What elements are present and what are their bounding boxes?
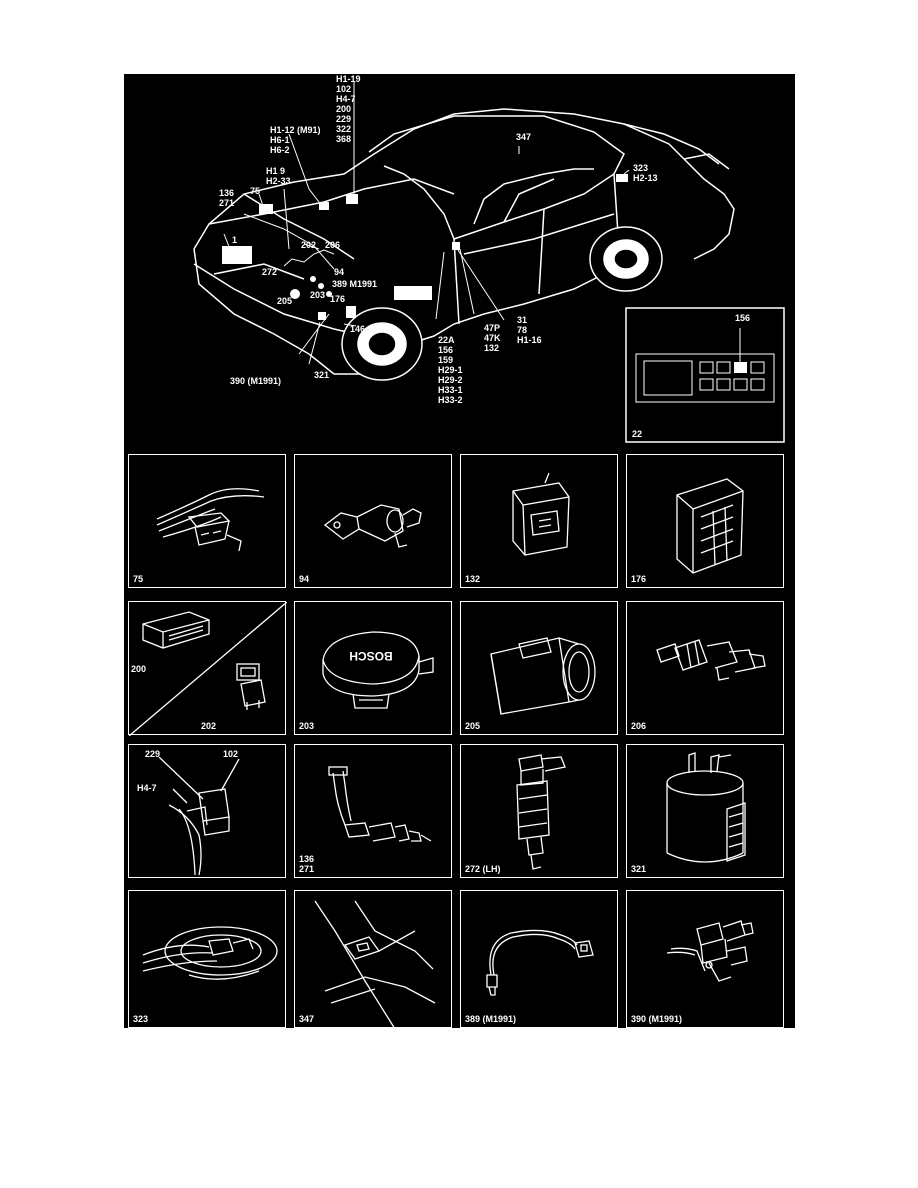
panel-number: 200 [131, 664, 147, 674]
callout-75: 75 [250, 186, 261, 196]
panel-number: 272 (LH) [465, 864, 501, 874]
panel-number: 75 [133, 574, 144, 584]
air-mass-meter-205-drawing [490, 637, 596, 715]
panel-132: 132 [460, 454, 618, 588]
panel-389: 389 (M1991) [460, 890, 618, 1028]
ecu-and-relay-drawing [129, 602, 287, 736]
callout-390: 390 (M1991) [230, 376, 282, 386]
solenoid-valve-390-drawing [666, 920, 754, 982]
callout-94: 94 [334, 267, 345, 277]
panel-number: 321 [631, 864, 647, 874]
charcoal-canister-321-drawing [666, 752, 746, 863]
panel-number: 176 [631, 574, 647, 584]
panel-390: 390 (M1991) [626, 890, 784, 1028]
panel-229-102: 229 102 H4-7 [128, 744, 286, 878]
idle-air-valve-272-drawing [516, 754, 566, 870]
callout-389: 389 M1991 [332, 279, 378, 289]
panel-number-2: 202 [201, 721, 217, 731]
relay-132-drawing [512, 472, 570, 556]
panel-75: 75 [128, 454, 286, 588]
throttle-switch-203-drawing: BOSCH [322, 631, 434, 709]
panel-206: 206 [626, 601, 784, 735]
callout-205: 205 [277, 296, 293, 306]
panel-347: 347 [294, 890, 452, 1029]
panel-label-102: 102 [223, 749, 239, 759]
panel-label-229: 229 [145, 749, 161, 759]
panel-number: 132 [465, 574, 481, 584]
callout-1: 1 [232, 235, 238, 245]
panel-272: 272 (LH) [460, 744, 618, 878]
callout-176: 176 [330, 294, 346, 304]
callout-272: 272 [262, 267, 278, 277]
bosch-logo: BOSCH [349, 649, 392, 663]
panel-number: 390 (M1991) [631, 1014, 683, 1024]
panel-321: 321 [626, 744, 784, 878]
panel-label-h4-7: H4-7 [137, 783, 157, 793]
injector-206-drawing [656, 639, 766, 681]
fusebox-number: 22 [632, 429, 643, 439]
panel-205: 205 [460, 601, 618, 735]
callout-347: 347 [516, 132, 532, 142]
panel-number: 389 (M1991) [465, 1014, 517, 1024]
fuel-sender-323-drawing [142, 926, 278, 980]
panel-203: BOSCH 203 [294, 601, 452, 735]
panel-number: 94 [299, 574, 310, 584]
relay-bracket-drawing [158, 756, 240, 876]
panel-323: 323 [128, 890, 286, 1028]
callout-146: 146 [350, 324, 366, 334]
panel-176: 176 [626, 454, 784, 588]
callout-203: 203 [310, 290, 326, 300]
panel-number: 206 [631, 721, 647, 731]
control-unit-176-drawing [676, 478, 744, 574]
oxygen-sensor-drawing [328, 766, 432, 842]
temperature-sensor-389-drawing [486, 929, 594, 996]
panel-94: 94 [294, 454, 452, 588]
connector-75-drawing [156, 488, 265, 552]
callout-321: 321 [314, 370, 330, 380]
interior-sensor-347-drawing [314, 900, 436, 1029]
idle-valve-94-drawing [323, 504, 422, 548]
car-overview-drawing [193, 82, 785, 443]
fusebox-highlight-label: 156 [735, 313, 751, 323]
panel-number: 205 [465, 721, 481, 731]
panel-number: 203 [299, 721, 315, 731]
panel-number: 323 [133, 1014, 149, 1024]
panel-number: 347 [299, 1014, 315, 1024]
panel-200-202: 200 202 [128, 601, 287, 736]
